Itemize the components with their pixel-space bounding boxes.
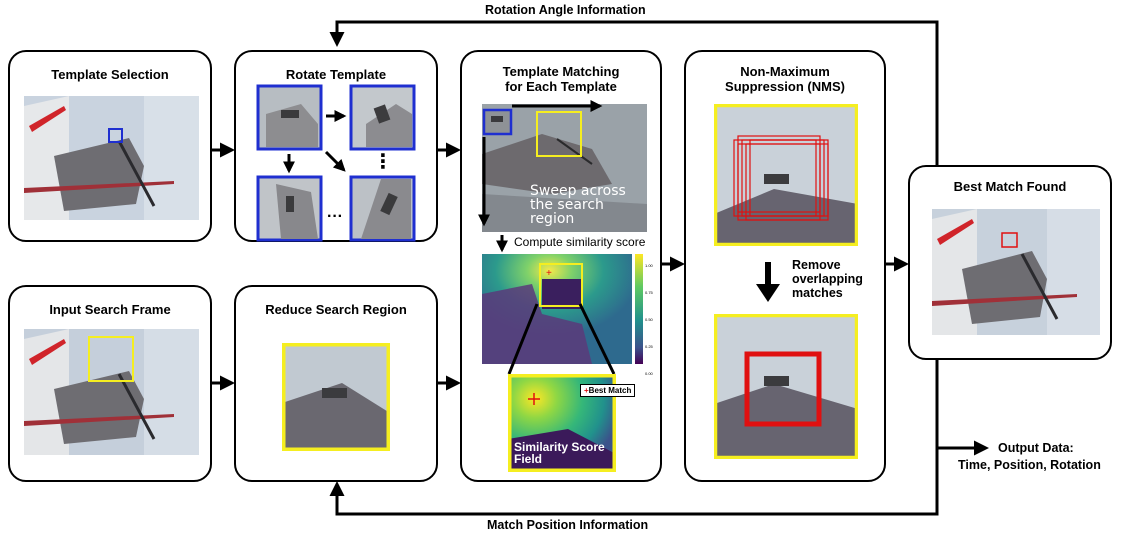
colorbar-tick: 0.75: [645, 290, 653, 295]
down-arrow-icon: [756, 262, 780, 302]
input-search-frame-box: Input Search Frame: [8, 285, 212, 482]
colorbar-ticks: 1.00 0.75 0.50 0.25 0.00: [645, 252, 659, 387]
reduce-search-region-box: Reduce Search Region: [234, 285, 438, 482]
input-search-frame-title: Input Search Frame: [49, 302, 171, 317]
best-match-legend-text: Best Match: [588, 386, 632, 395]
template-selection-box: Template Selection: [8, 50, 212, 242]
best-match-found-title: Best Match Found: [953, 179, 1067, 194]
nms-title: Non-Maximum Suppression (NMS): [725, 64, 845, 94]
cross-marker-icon: +: [584, 386, 589, 395]
similarity-heatmap: +: [482, 254, 632, 364]
rotated-template-1: [349, 84, 416, 151]
vertical-dots: ⋮: [373, 151, 393, 173]
svg-text:+: +: [546, 268, 552, 279]
colorbar: [635, 254, 643, 364]
output-data-label: Output Data:: [998, 441, 1074, 455]
rotate-template-grid: [256, 84, 416, 242]
rotate-template-box: Rotate Template ⋮: [234, 50, 438, 242]
colorbar-tick: 0.00: [645, 371, 653, 376]
match-position-label: Match Position Information: [487, 518, 649, 532]
best-match-legend: +Best Match: [580, 384, 636, 397]
similarity-field-label: Similarity Score Field: [514, 440, 605, 466]
rotated-template-2: [256, 175, 323, 242]
template-matching-box: Template Matching for Each Template Swee…: [460, 50, 662, 482]
nms-before-image: [714, 104, 858, 246]
best-match-found-box: Best Match Found: [908, 165, 1112, 360]
output-fields-label: Time, Position, Rotation: [958, 458, 1101, 472]
reduced-search-image: [282, 343, 390, 451]
colorbar-tick: 0.25: [645, 344, 653, 349]
nms-box: Non-Maximum Suppression (NMS) Remove ove…: [684, 50, 886, 482]
reduce-search-region-title: Reduce Search Region: [265, 302, 407, 317]
colorbar-tick: 1.00: [645, 263, 653, 268]
rotated-template-3: [349, 175, 416, 242]
sweep-label: Sweep across the search region: [530, 183, 626, 227]
template-matching-title: Template Matching for Each Template: [502, 64, 620, 94]
colorbar-tick: 0.50: [645, 317, 653, 322]
best-match-image: [932, 209, 1100, 335]
rotated-template-0: [256, 84, 323, 151]
template-selection-image: [24, 96, 199, 220]
remove-overlapping-label: Remove overlapping matches: [792, 258, 863, 300]
input-search-frame-image: [24, 329, 199, 455]
nms-after-image: [714, 314, 858, 459]
rotation-angle-label: Rotation Angle Information: [485, 3, 646, 17]
horizontal-dots: ···: [327, 208, 343, 225]
rotate-template-title: Rotate Template: [285, 67, 387, 82]
sweep-image: [482, 104, 647, 232]
template-selection-title: Template Selection: [51, 67, 169, 82]
compute-similarity-label: Compute similarity score: [514, 235, 646, 249]
